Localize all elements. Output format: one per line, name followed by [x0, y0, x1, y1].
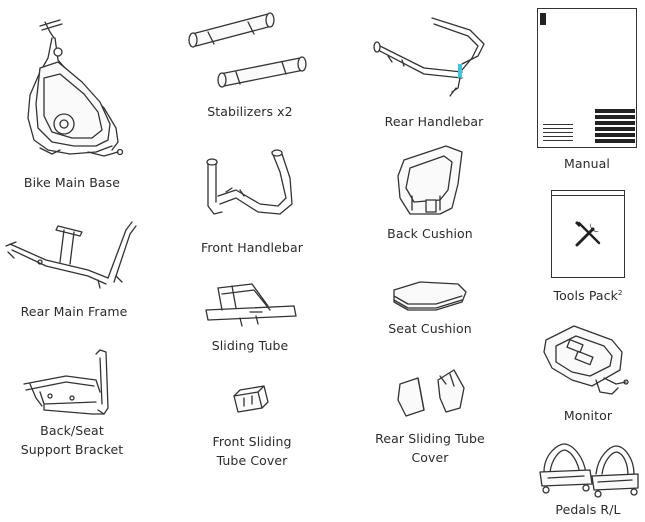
back-seat-bracket-label-line1: Back/Seat: [40, 423, 104, 438]
seat-cushion-label: Seat Cushion: [388, 321, 472, 336]
front-handlebar-label: Front Handlebar: [201, 240, 303, 255]
pedals-label: Pedals R/L: [555, 502, 621, 517]
sliding-tube-label: Sliding Tube: [211, 338, 289, 353]
rear-handlebar-label: Rear Handlebar: [384, 114, 484, 129]
tools-pack-seal: [552, 195, 624, 196]
back-seat-bracket-label-line2: Support Bracket: [20, 442, 124, 457]
front-sliding-cover-label-line1: Front Sliding: [212, 434, 292, 449]
rear-sliding-cover-label-line2: Cover: [411, 450, 449, 465]
manual-text-lines: [543, 124, 573, 142]
tools-pack-footnote: 2: [617, 289, 623, 297]
rear-main-frame-label: Rear Main Frame: [20, 304, 128, 319]
tools-pack-bag: [551, 190, 625, 278]
manual-corner-mark: [540, 13, 546, 25]
rear-sliding-cover-label-line1: Rear Sliding Tube: [375, 431, 485, 446]
manual-block: [595, 109, 635, 143]
wrench-screwdriver-icon: [575, 221, 601, 247]
cyan-marker: [458, 64, 462, 78]
manual-label: Manual: [563, 156, 611, 171]
monitor-label: Monitor: [563, 408, 613, 423]
stabilizers-label: Stabilizers x2: [207, 104, 293, 119]
tools-pack-label: Tools Pack2: [538, 284, 638, 305]
front-sliding-cover-label-line2: Tube Cover: [216, 453, 288, 468]
back-cushion-label: Back Cushion: [387, 226, 473, 241]
manual-book: [537, 8, 637, 148]
tools-pack-text: Tools Pack: [553, 288, 618, 304]
bike-main-base-label: Bike Main Base: [23, 175, 121, 190]
